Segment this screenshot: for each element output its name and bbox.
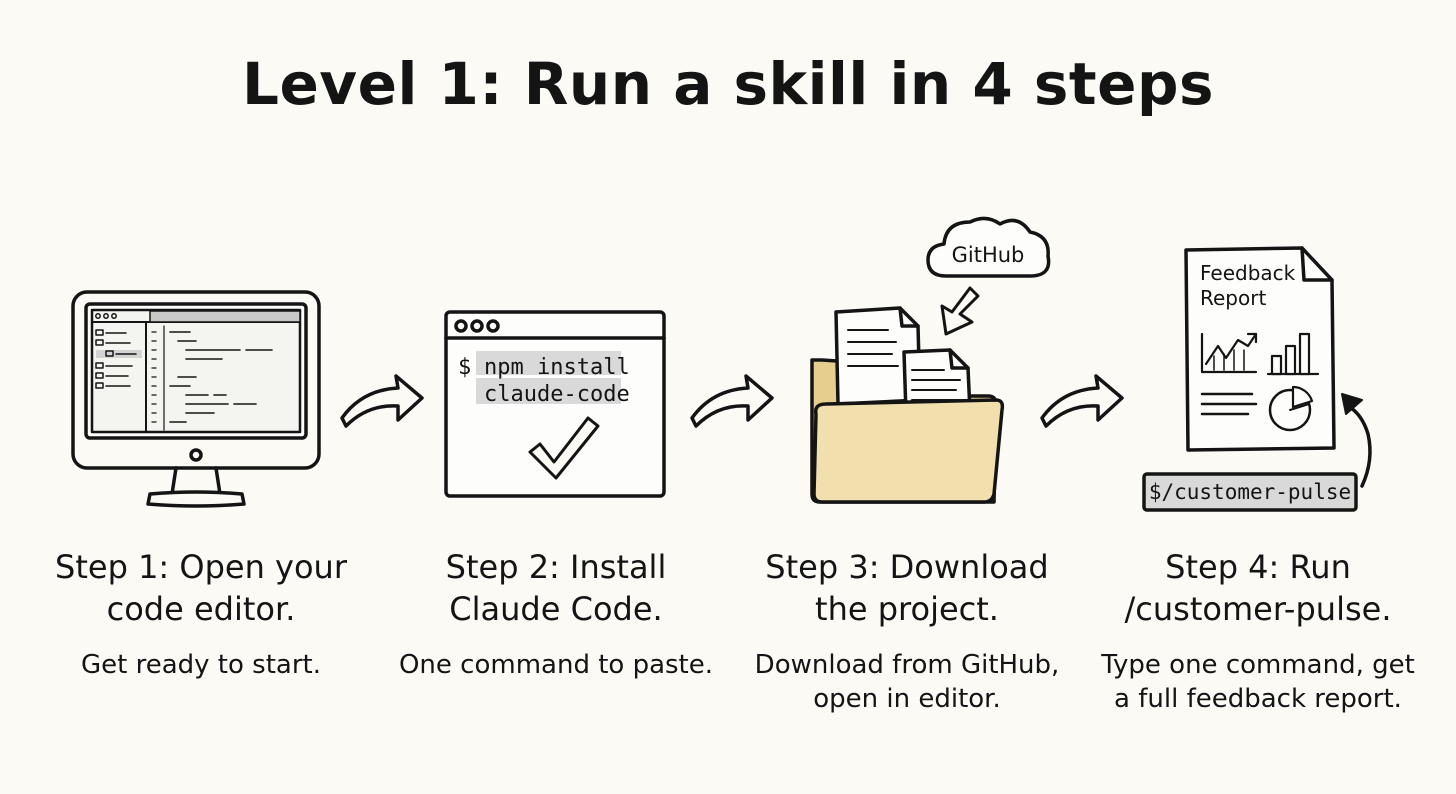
terminal-prompt: $ xyxy=(458,355,471,380)
step-3-description: Download from GitHub, open in editor. xyxy=(754,650,1060,714)
monitor-code-editor-icon xyxy=(71,290,321,508)
arrow-2-icon xyxy=(690,374,774,428)
report-document-icon xyxy=(1142,246,1372,512)
arrow-3-icon xyxy=(1040,374,1124,428)
arrow-1-icon xyxy=(340,374,424,428)
step-4-description: Type one command, get a full feedback re… xyxy=(1101,650,1415,714)
folder-download-icon xyxy=(810,216,1051,504)
github-cloud-icon xyxy=(926,216,1051,278)
command-label: $/customer-pulse xyxy=(1149,480,1351,504)
report-title-line-2: Report xyxy=(1200,286,1266,310)
step-3-title: Step 3: Download the project. xyxy=(765,548,1049,628)
page-title: Level 1: Run a skill in 4 steps xyxy=(242,50,1214,118)
terminal-command-line-2: claude-code xyxy=(484,382,630,407)
step-1-title: Step 1: Open your code editor. xyxy=(55,548,347,628)
step-2-description: One command to paste. xyxy=(398,650,714,680)
terminal-command-line-1: npm install xyxy=(484,355,630,380)
step-1-description: Get ready to start. xyxy=(81,650,321,680)
terminal-window-icon xyxy=(444,310,666,498)
step-2-title: Step 2: Install Claude Code. xyxy=(445,548,667,628)
report-title-line-1: Feedback xyxy=(1200,261,1296,285)
step-4-title: Step 4: Run /customer-pulse. xyxy=(1124,548,1392,628)
github-cloud-label: GitHub xyxy=(952,243,1025,267)
